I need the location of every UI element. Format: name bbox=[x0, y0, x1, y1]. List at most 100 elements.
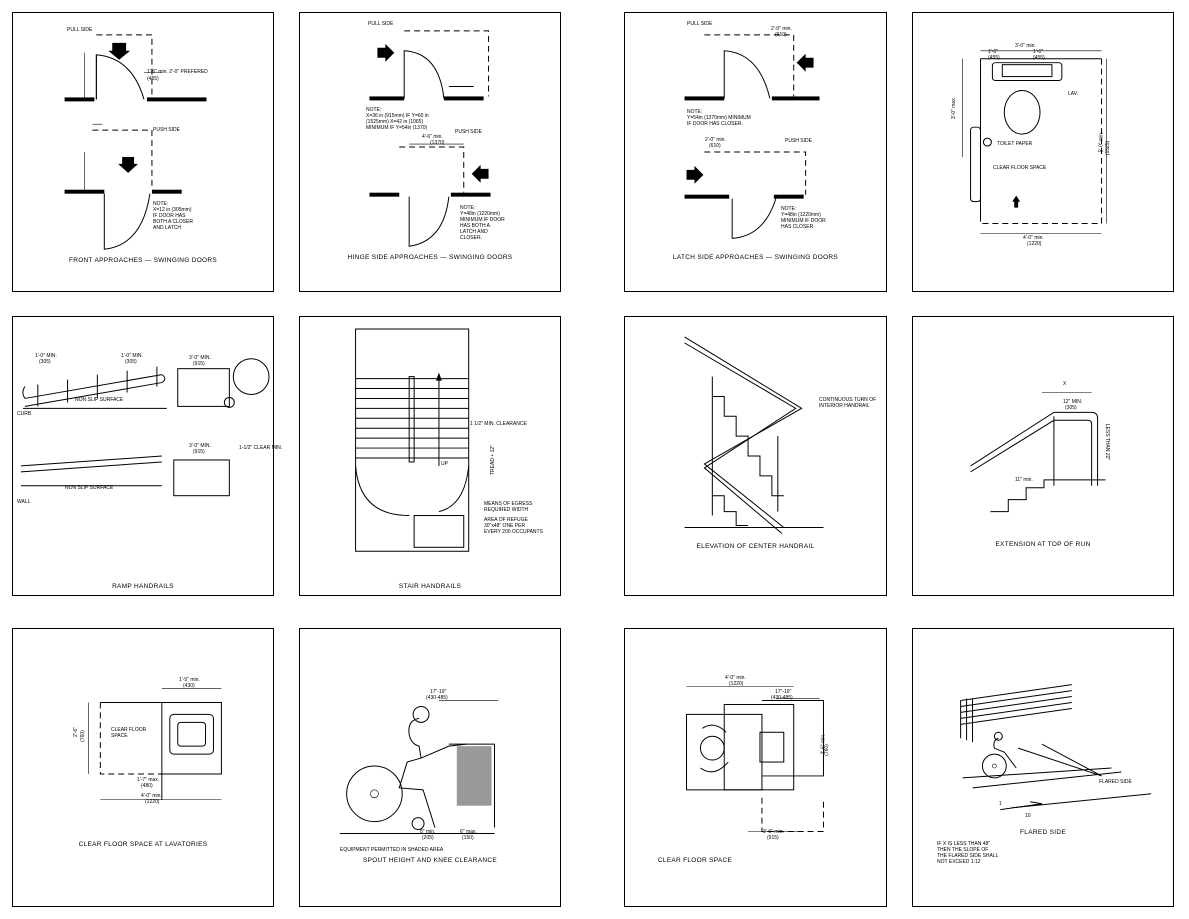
latch-top-dimension-mm: (610) bbox=[775, 32, 787, 38]
latch-mid-dimension-mm: (610) bbox=[709, 143, 721, 149]
ramp-dim-4: 3'-0" MIN. bbox=[189, 443, 211, 449]
panel-hinge-side: PULL SIDE NOTE: X=36 in (915mm) IF Y=60 … bbox=[299, 12, 561, 292]
stair-refuge-label: AREA OF REFUGE 30"x48" ONE PER EVERY 200… bbox=[484, 517, 543, 535]
extension-caption: EXTENSION AT TOP OF RUN bbox=[995, 541, 1091, 548]
center-handrail-drawing bbox=[684, 336, 824, 534]
stair-handrails-caption: STAIR HANDRAILS bbox=[398, 583, 462, 590]
latch-note-top: NOTE: Y=54in (1370mm) MINIMUM IF DOOR HA… bbox=[687, 109, 751, 127]
push-side-label: PUSH SIDE bbox=[153, 127, 180, 133]
knee-dim-8: 8" min. bbox=[420, 829, 436, 835]
panel-lavatory-clear-floor: 1'-5" min. (430) CLEAR FLOOR SPACE 2'-6"… bbox=[12, 628, 274, 907]
stair-tread-label: TREAD + 12" bbox=[489, 445, 496, 475]
latch-pull-side: PULL SIDE bbox=[687, 21, 713, 27]
ramp-clear-label: 1-1/2" CLEAR MIN. bbox=[239, 445, 283, 451]
equipment-label: EQUIPMENT PERMITTED IN SHADED AREA bbox=[340, 847, 444, 853]
plan-bottom-dimension-mm: (915) bbox=[767, 835, 779, 841]
lavatory-dim-2-mm: (480) bbox=[141, 783, 153, 789]
stair-egress-label: MEANS OF EGRESS REQUIRED WIDTH bbox=[484, 501, 533, 513]
extension-x-label: X bbox=[1063, 381, 1067, 387]
plan-top-dimension: 4'-0" min. bbox=[725, 675, 746, 681]
panel-clear-floor-plan: 4'-0" min. (1220) 17"-19" (430-485) 2'-6… bbox=[624, 628, 887, 907]
ramp-nonslip-label: NON SLIP SURFACE bbox=[75, 397, 124, 403]
toilet-bottom-dimension: 4'-0" min. bbox=[1023, 235, 1044, 241]
panel-stair-handrails: 1 1/2" MIN. CLEARANCE UP MEANS OF EGRESS… bbox=[299, 316, 561, 596]
lavatory-side-dimension: 2'-6" bbox=[72, 727, 79, 737]
extension-run-label: 11" min. bbox=[1015, 477, 1033, 483]
hinge-side-drawing bbox=[369, 30, 491, 247]
clear-floor-plan-caption: CLEAR FLOOR SPACE bbox=[657, 857, 733, 864]
ramp-dim-1: 1'-0" MIN. bbox=[35, 353, 57, 359]
toilet-right-side-dimension-mm: (1525) bbox=[1105, 140, 1112, 156]
front-approaches-caption: FRONT APPROACHES — SWINGING DOORS bbox=[68, 257, 218, 264]
plan-inner-dimension: 17"-19" bbox=[775, 689, 792, 695]
stair-handrails-drawing bbox=[355, 328, 470, 552]
extension-rail-label: LESS THAN 22" bbox=[1104, 423, 1111, 461]
lavatory-bottom-dimension: 4'-0" min. bbox=[141, 793, 162, 799]
flared-run-label: 10 bbox=[1025, 813, 1031, 819]
hinge-note-top: NOTE: X=36 in (915mm) IF Y=60 in (1525mm… bbox=[366, 107, 429, 131]
toilet-side-dimension: 3'-0" max. bbox=[951, 96, 958, 120]
knee-dim-6-mm: (150) bbox=[462, 835, 474, 841]
hinge-dimension-mm: (1370) bbox=[430, 140, 445, 146]
ramp-nonslip-label-2: NON SLIP SURFACE bbox=[65, 485, 114, 491]
panel-latch-side: PULL SIDE 2'-0" min. (610) NOTE: Y=54in … bbox=[624, 12, 887, 292]
hinge-pull-side: PULL SIDE bbox=[368, 21, 394, 27]
knee-clearance-caption: SPOUT HEIGHT AND KNEE CLEARANCE bbox=[362, 857, 498, 864]
latch-push-side: PUSH SIDE bbox=[785, 138, 812, 144]
flared-side-label: FLARED SIDE bbox=[1099, 779, 1132, 785]
toilet-drawing bbox=[962, 50, 1107, 234]
knee-top-dimension: 17"-19" bbox=[430, 689, 447, 695]
pull-dimension-mm: (455) bbox=[147, 76, 159, 82]
panel-front-approaches: PULL SIDE 1'-6" min. 2'-0" PREFERED (455… bbox=[12, 12, 274, 292]
knee-clearance-drawing bbox=[339, 700, 499, 834]
toilet-top-dimension: 3'-0" min. bbox=[1015, 43, 1036, 49]
lavatory-top-dimension: 1'-5" min. bbox=[179, 677, 200, 683]
extension-drawing bbox=[970, 392, 1106, 513]
panel-knee-clearance: 17"-19" (430-485) 8" min. (205) 6" max. … bbox=[299, 628, 561, 907]
clear-floor-space-label: CLEAR FLOOR SPACE bbox=[993, 165, 1047, 171]
lavatory-clear-floor-label: CLEAR FLOOR SPACE bbox=[111, 727, 147, 739]
lavatory-drawing bbox=[88, 688, 222, 801]
hinge-push-side: PUSH SIDE bbox=[455, 129, 482, 135]
toilet-bottom-dimension-mm: (1220) bbox=[1027, 241, 1042, 247]
latch-mid-dimension: 2'-0" min. bbox=[705, 137, 726, 143]
ramp-handrails-drawing bbox=[20, 358, 270, 497]
panel-extension: X 12" MIN. (305) 11" min. LESS THAN 22" … bbox=[912, 316, 1174, 596]
knee-dim-8-mm: (205) bbox=[422, 835, 434, 841]
stair-clearance-label: 1 1/2" MIN. CLEARANCE bbox=[470, 421, 527, 427]
panel-center-handrail: CONTINUOUS TURN OF INTERIOR HANDRAIL ELE… bbox=[624, 316, 887, 596]
ramp-dim-1-mm: (305) bbox=[39, 359, 51, 365]
wall-label: WALL bbox=[17, 499, 31, 505]
latch-note-bottom: NOTE: Y=48in (1220mm) MINIMUM IF DOOR HA… bbox=[781, 206, 826, 230]
ramp-dim-2: 1'-0" MIN. bbox=[121, 353, 143, 359]
lavatory-side-dimension-mm: (760) bbox=[79, 730, 86, 742]
toilet-left-dimension-mm: (455) bbox=[988, 55, 1000, 61]
plan-inner-dimension-mm: (430-485) bbox=[771, 695, 793, 701]
front-note: NOTE: X=12 in (305mm) IF DOOR HAS BOTH A… bbox=[153, 201, 194, 231]
toilet-right-side-dimension: 5'-0" min. bbox=[1098, 131, 1105, 153]
ramp-dim-3-mm: (915) bbox=[193, 361, 205, 367]
panel-toilet-clear-floor: 3'-0" min. 1'-6" (455) 1'-6" (455) 3'-0"… bbox=[912, 12, 1174, 292]
latch-side-drawing bbox=[684, 34, 820, 239]
flared-side-note: IF X IS LESS THAN 48" THEN THE SLOPE OF … bbox=[937, 841, 999, 865]
front-approaches-drawing bbox=[64, 34, 207, 250]
lavatory-top-dimension-mm: (430) bbox=[183, 683, 195, 689]
hinge-note-bottom: NOTE: Y=48in (1220mm) MINIMUM IF DOOR HA… bbox=[460, 205, 505, 241]
curb-label: CURB bbox=[17, 411, 32, 417]
lavatory-caption: CLEAR FLOOR SPACE AT LAVATORIES bbox=[78, 841, 208, 848]
panel-ramp-handrails: 1'-0" MIN. (305) 1'-0" MIN. (305) 3'-0" … bbox=[12, 316, 282, 596]
flared-slope-label: 1 bbox=[999, 801, 1002, 807]
ramp-dim-4-mm: (915) bbox=[193, 449, 205, 455]
latch-top-dimension: 2'-0" min. bbox=[771, 26, 792, 32]
center-handrail-caption: ELEVATION OF CENTER HANDRAIL bbox=[696, 543, 815, 550]
stair-up-label: UP bbox=[441, 461, 448, 467]
flared-side-drawing bbox=[960, 684, 1152, 811]
toilet-right-dimension: 1'-6" bbox=[1033, 49, 1043, 55]
latch-side-caption: LATCH SIDE APPROACHES — SWINGING DOORS bbox=[672, 254, 839, 261]
knee-top-dimension-mm: (430-485) bbox=[426, 695, 448, 701]
ramp-dim-3: 3'-0" MIN. bbox=[189, 355, 211, 361]
lavatory-bottom-dimension-mm: (1220) bbox=[145, 799, 160, 805]
toilet-left-dimension: 1'-6" bbox=[988, 49, 998, 55]
continuous-turn-label: CONTINUOUS TURN OF INTERIOR HANDRAIL bbox=[819, 397, 877, 409]
lavatory-dim-2: 1'-7" max. bbox=[137, 777, 160, 783]
